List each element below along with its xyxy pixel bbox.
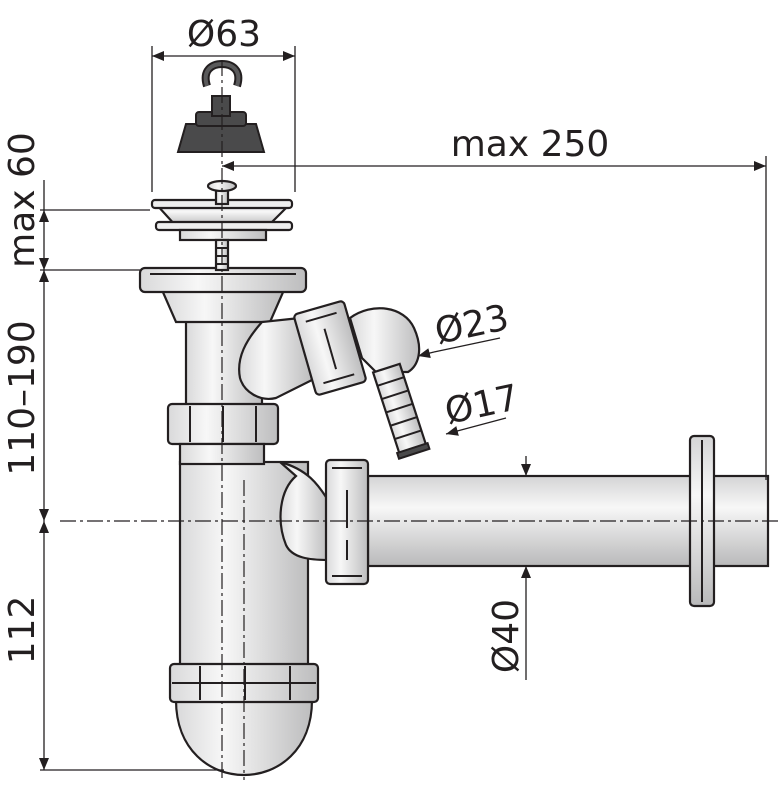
label-hose-outlet: Ø17 bbox=[441, 377, 522, 433]
label-max-height: max 60 bbox=[2, 132, 43, 268]
center-lines bbox=[60, 60, 780, 780]
dip-tube bbox=[138, 266, 308, 412]
label-hose-inlet: Ø23 bbox=[431, 297, 512, 353]
label-trap-depth: 112 bbox=[2, 596, 43, 665]
dim-hose-outlet: Ø17 bbox=[441, 377, 522, 436]
dim-hose-inlet: Ø23 bbox=[417, 297, 512, 358]
dim-max-height: max 60 bbox=[2, 132, 150, 271]
top-coupling-nut bbox=[166, 402, 280, 466]
label-pipe-diameter: Ø40 bbox=[486, 599, 527, 673]
bottle-trap-body bbox=[168, 460, 330, 776]
hose-connector bbox=[238, 300, 431, 460]
label-max-reach: max 250 bbox=[451, 124, 610, 165]
dim-trap-depth: 112 bbox=[2, 521, 224, 771]
dim-adjust-range: 110–190 bbox=[2, 270, 49, 521]
dim-max-reach: max 250 bbox=[222, 124, 767, 480]
dim-pipe-diameter: Ø40 bbox=[486, 456, 531, 680]
drain-plug bbox=[176, 59, 266, 153]
label-strainer-diameter: Ø63 bbox=[187, 14, 261, 55]
label-adjust-range: 110–190 bbox=[2, 320, 43, 475]
outlet-coupling-nut bbox=[324, 458, 370, 586]
